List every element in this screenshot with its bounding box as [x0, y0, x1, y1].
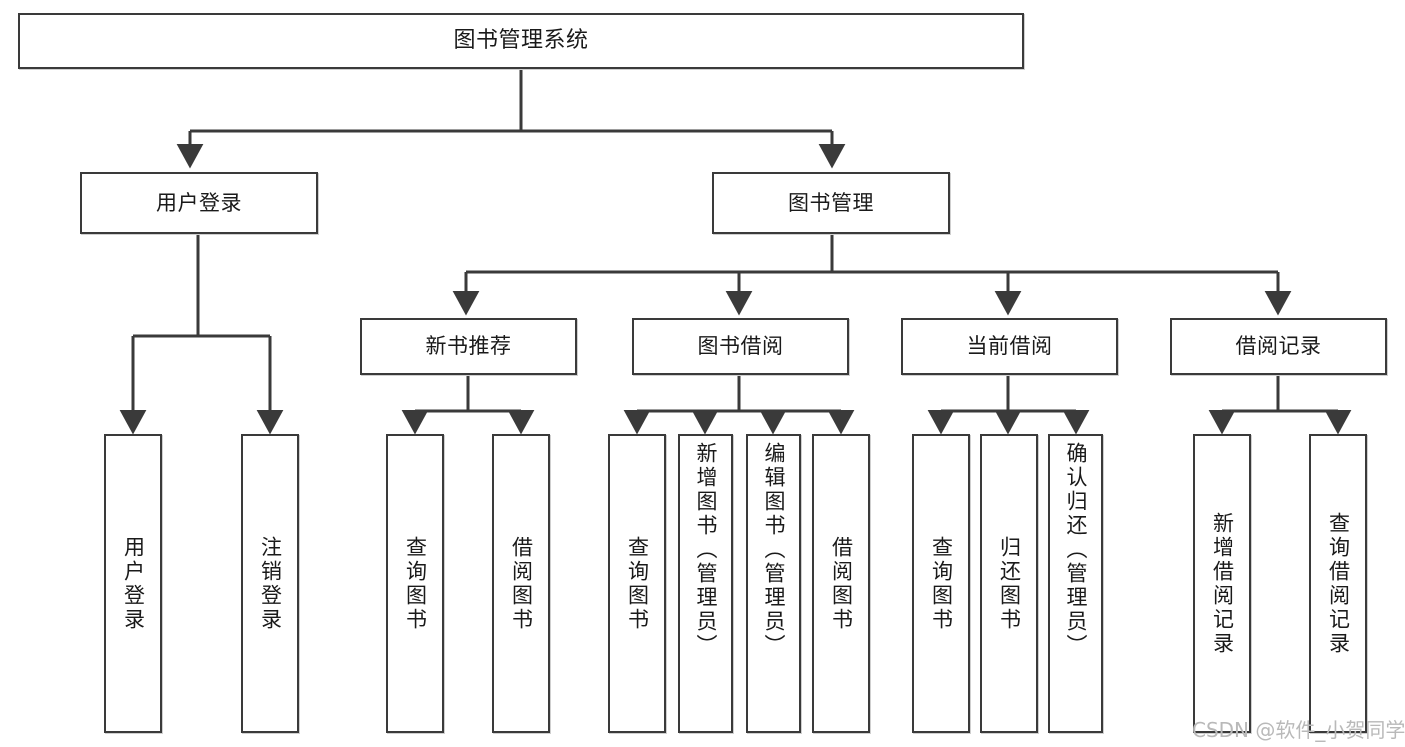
csdn-watermark: CSDN @软件_小贺同学: [1192, 718, 1405, 742]
node-leaf-logout-label: 注销登录: [258, 535, 283, 632]
node-leaf-user-login-label: 用户登录: [121, 535, 146, 632]
node-leaf-query-book-1-label: 查询图书: [403, 535, 428, 632]
node-new-book-rec[interactable]: 新书推荐: [360, 318, 577, 375]
node-book-manage[interactable]: 图书管理: [712, 172, 950, 234]
node-leaf-logout[interactable]: 注销登录: [241, 434, 299, 733]
node-leaf-user-login[interactable]: 用户登录: [104, 434, 162, 733]
node-leaf-query-book-3-label: 查询图书: [929, 535, 954, 632]
node-book-borrow-label: 图书借阅: [697, 334, 784, 359]
node-leaf-query-record[interactable]: 查询借阅记录: [1309, 434, 1367, 733]
node-leaf-return-book[interactable]: 归还图书: [980, 434, 1038, 733]
node-leaf-borrow-book-2-label: 借阅图书: [829, 535, 854, 632]
node-leaf-add-record[interactable]: 新增借阅记录: [1193, 434, 1251, 733]
node-leaf-borrow-book-1-label: 借阅图书: [509, 535, 534, 632]
node-leaf-query-record-label: 查询借阅记录: [1326, 511, 1351, 656]
node-leaf-query-book-3[interactable]: 查询图书: [912, 434, 970, 733]
node-user-login[interactable]: 用户登录: [80, 172, 318, 234]
node-user-login-label: 用户登录: [156, 190, 242, 215]
node-book-manage-label: 图书管理: [788, 190, 874, 215]
node-leaf-query-book-2[interactable]: 查询图书: [608, 434, 666, 733]
node-current-borrow-label: 当前借阅: [966, 334, 1053, 359]
node-borrow-record-label: 借阅记录: [1235, 334, 1322, 359]
node-leaf-borrow-book-1[interactable]: 借阅图书: [492, 434, 550, 733]
node-current-borrow[interactable]: 当前借阅: [901, 318, 1118, 375]
node-leaf-return-book-label: 归还图书: [997, 535, 1022, 632]
node-book-borrow[interactable]: 图书借阅: [632, 318, 849, 375]
node-leaf-confirm-return[interactable]: 确认归还（管理员）: [1048, 434, 1103, 733]
node-leaf-query-book-2-label: 查询图书: [625, 535, 650, 632]
node-leaf-edit-book-label: 编辑图书（管理员）: [762, 442, 786, 658]
node-leaf-add-record-label: 新增借阅记录: [1210, 511, 1235, 656]
node-leaf-edit-book[interactable]: 编辑图书（管理员）: [746, 434, 801, 733]
node-borrow-record[interactable]: 借阅记录: [1170, 318, 1387, 375]
node-new-book-rec-label: 新书推荐: [425, 334, 512, 359]
node-leaf-query-book-1[interactable]: 查询图书: [386, 434, 444, 733]
node-leaf-add-book[interactable]: 新增图书（管理员）: [678, 434, 733, 733]
node-leaf-confirm-return-label: 确认归还（管理员）: [1064, 442, 1088, 658]
node-leaf-borrow-book-2[interactable]: 借阅图书: [812, 434, 870, 733]
node-root[interactable]: 图书管理系统: [18, 13, 1024, 69]
node-leaf-add-book-label: 新增图书（管理员）: [694, 442, 718, 658]
node-root-label: 图书管理系统: [453, 28, 589, 54]
